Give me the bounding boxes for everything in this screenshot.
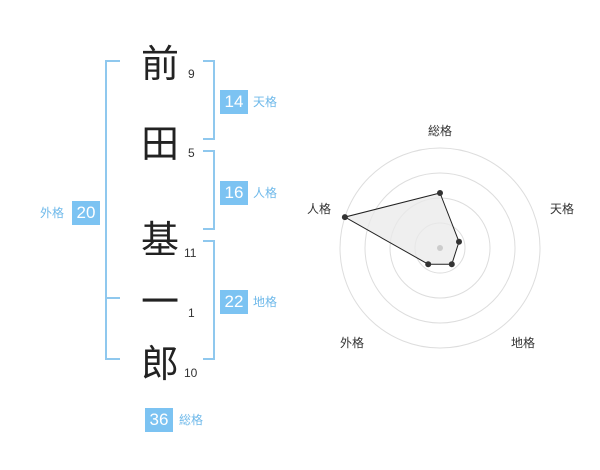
stroke-count-3: 11 xyxy=(184,246,197,260)
name-char-5: 郎 xyxy=(140,342,179,386)
gaikaku-bracket-vertical xyxy=(105,60,107,360)
stroke-count-1: 9 xyxy=(188,67,195,81)
jinkaku-bracket-bottom xyxy=(203,228,215,230)
jinkaku-label: 人格 xyxy=(253,186,278,200)
jinkaku-bracket-vertical xyxy=(213,150,215,230)
name-char-3: 基 xyxy=(140,218,179,262)
chikaku-badge: 22 xyxy=(220,290,248,314)
radar-point-5 xyxy=(341,214,348,221)
radar-point-2 xyxy=(456,238,462,245)
chikaku-bracket-bottom xyxy=(203,358,215,360)
chikaku-label: 地格 xyxy=(253,295,278,309)
tenkaku-label: 天格 xyxy=(253,95,278,109)
gaikaku-badge: 20 xyxy=(72,201,100,225)
radar-ring-4 xyxy=(339,147,541,349)
chikaku-bracket-top xyxy=(203,240,215,242)
gaikaku-bracket-top xyxy=(105,60,120,62)
radar-polygon xyxy=(343,192,460,265)
tenkaku-bracket-top xyxy=(203,60,215,62)
tenkaku-bracket-bottom xyxy=(203,138,215,140)
radar-point-1 xyxy=(437,190,443,196)
radar-axis-label-soukaku: 総格 xyxy=(428,124,453,138)
radar-axis-label-tenkaku: 天格 xyxy=(550,202,575,216)
gaikaku-bracket-bottom xyxy=(105,358,120,360)
stroke-count-2: 5 xyxy=(188,146,195,160)
radar-center-dot xyxy=(437,245,443,251)
radar-axis-label-gaikaku: 外格 xyxy=(340,336,365,350)
tenkaku-badge: 14 xyxy=(220,90,248,114)
gaikaku-bracket-mid xyxy=(105,297,120,299)
soukaku-label: 総格 xyxy=(179,413,204,427)
stroke-count-5: 10 xyxy=(184,366,198,380)
radar-point-3 xyxy=(448,261,455,268)
radar-ring-3 xyxy=(364,172,516,324)
name-char-2: 田 xyxy=(140,122,179,166)
stroke-count-4: 1 xyxy=(188,306,195,320)
radar-axis-label-jinkaku: 人格 xyxy=(307,202,332,216)
gaikaku-label: 外格 xyxy=(40,206,65,220)
tenkaku-bracket-vertical xyxy=(213,60,215,140)
jinkaku-bracket-top xyxy=(203,150,215,152)
radar-axis-label-chikaku: 地格 xyxy=(511,336,536,350)
jinkaku-badge: 16 xyxy=(220,181,248,205)
radar-point-4 xyxy=(425,261,432,268)
soukaku-badge: 36 xyxy=(145,408,173,432)
chikaku-bracket-vertical xyxy=(213,240,215,360)
name-char-4: 一 xyxy=(140,280,179,324)
name-char-1: 前 xyxy=(140,42,179,86)
radar-points xyxy=(341,190,462,268)
